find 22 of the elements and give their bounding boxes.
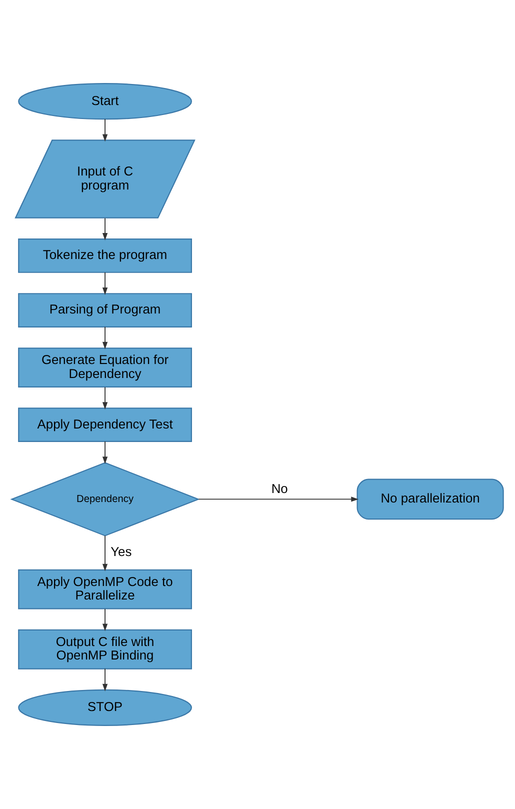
node-box: Apply Dependency Test: [18, 408, 192, 442]
node-ellipse: Start: [18, 83, 192, 120]
arrow: [102, 441, 108, 464]
arrow: [102, 535, 108, 572]
arrow: [198, 496, 359, 502]
node-box: Tokenize the program: [18, 238, 192, 273]
edge-label: No: [271, 480, 288, 496]
arrow: [102, 326, 108, 350]
arrow: [102, 218, 108, 240]
edge-label: Yes: [110, 544, 132, 560]
node-ellipse: STOP: [18, 689, 192, 726]
node-box: Apply OpenMP Code to Parallelize: [18, 569, 192, 610]
node-diamond: Dependency: [10, 462, 200, 536]
node-box: Generate Equation for Dependency: [18, 348, 192, 388]
arrow: [102, 118, 108, 142]
arrow: [102, 272, 108, 295]
node-box: Parsing of Program: [18, 293, 192, 328]
node-box: No parallelization: [356, 478, 504, 520]
arrow: [102, 608, 108, 632]
arrow: [102, 386, 108, 410]
node-box: Output C file with OpenMP Binding: [18, 629, 192, 670]
arrow: [102, 668, 108, 692]
